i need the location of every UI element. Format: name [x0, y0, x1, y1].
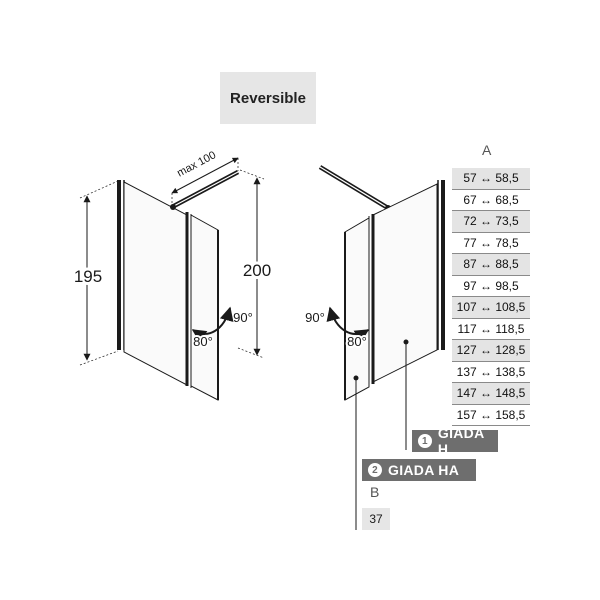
- size-row: 87 ↔ 88,5: [452, 254, 530, 276]
- model-number-badge: 1: [418, 434, 432, 448]
- frame-height-dimension: 200: [237, 169, 274, 359]
- right-fixed-glass: [372, 183, 438, 383]
- left-fixed-glass: [123, 181, 188, 386]
- size-row: 67 ↔ 68,5: [452, 190, 530, 211]
- left-angle-b: 80°: [193, 334, 213, 349]
- left-hinge-profile: [185, 212, 192, 388]
- model-tag-giada-ha: 2 GIADA HA: [362, 459, 476, 481]
- right-hinge-profile: [368, 214, 375, 385]
- frame-height-label: 200: [243, 261, 271, 280]
- size-row: 157 ↔ 158,5: [452, 405, 530, 426]
- column-a-label: A: [482, 142, 492, 158]
- right-swing-arc: 90° 80°: [305, 306, 370, 351]
- size-row: 147 ↔ 148,5: [452, 383, 530, 405]
- size-row: 107 ↔ 108,5: [452, 297, 530, 319]
- size-row: 97 ↔ 98,5: [452, 276, 530, 297]
- reversible-badge: Reversible: [220, 72, 316, 124]
- left-wall-profile: [117, 180, 125, 350]
- width-max-label: max 100: [175, 149, 218, 179]
- model-number-badge: 2: [368, 463, 382, 477]
- model-name: GIADA H: [437, 425, 484, 457]
- size-row: 57 ↔ 58,5: [452, 168, 530, 190]
- right-stabilizer-bar: [318, 165, 391, 211]
- right-angle-a: 90°: [305, 310, 325, 325]
- left-assembly: max 100 195 200 90° 80°: [71, 149, 274, 401]
- model-tag-giada-h: 1 GIADA H: [412, 425, 498, 457]
- column-b-label: B: [370, 484, 380, 500]
- right-swing-glass: [344, 217, 370, 401]
- size-row: 137 ↔ 138,5: [452, 362, 530, 383]
- size-row: 127 ↔ 128,5: [452, 340, 530, 362]
- size-row: 72 ↔ 73,5: [452, 211, 530, 233]
- left-angle-a: 90°: [233, 310, 253, 325]
- leader-lines: [353, 339, 409, 530]
- size-row: 117 ↔ 118,5: [452, 319, 530, 340]
- left-swing-arc: 90° 80°: [191, 306, 253, 351]
- right-assembly: 90° 80°: [305, 165, 445, 530]
- model-name: GIADA HA: [388, 462, 460, 478]
- size-table: 57 ↔ 58,5 67 ↔ 68,5 72 ↔ 73,5 77 ↔ 78,5 …: [452, 168, 530, 426]
- left-swing-glass: [190, 214, 219, 401]
- right-wall-profile: [437, 180, 445, 350]
- panel-height-label: 195: [74, 267, 102, 286]
- size-row: 77 ↔ 78,5: [452, 233, 530, 254]
- panel-height-dimension: 195: [71, 180, 119, 366]
- b-value: 37: [362, 508, 390, 530]
- right-angle-b: 80°: [347, 334, 367, 349]
